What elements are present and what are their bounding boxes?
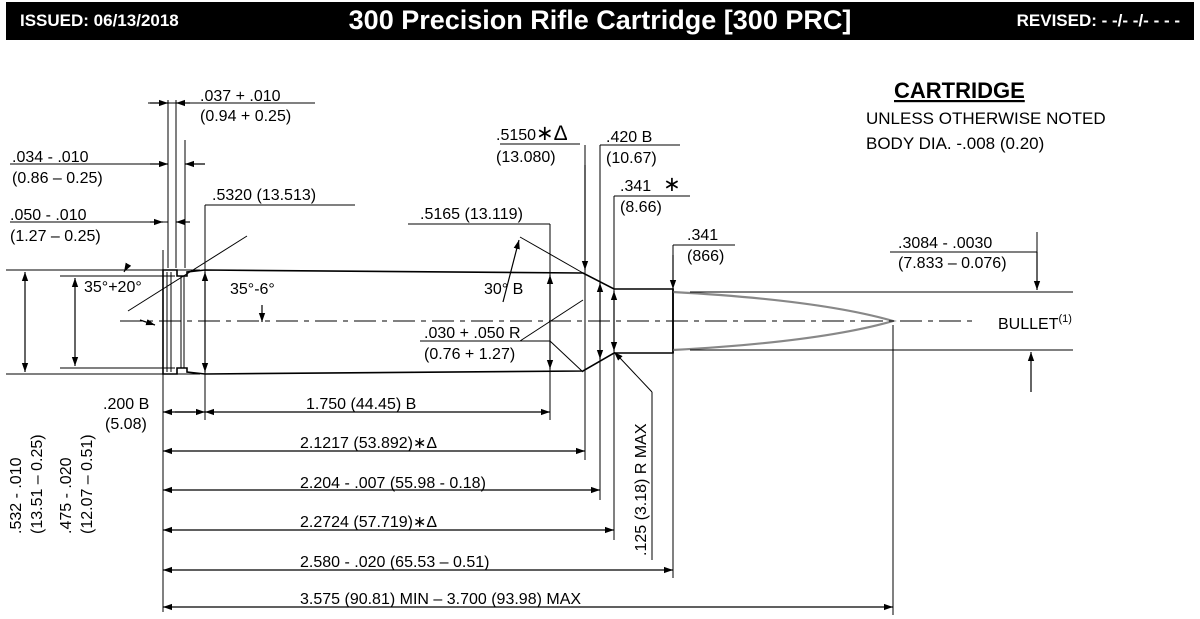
- neck-diameter-b-mm-label: (10.67): [606, 150, 657, 167]
- neck-outer-mm-label: (866): [687, 248, 724, 265]
- neck-diameter-b-label: .420 B: [606, 129, 652, 146]
- rim-diameter-mm-label: (13.51 – 0.25): [29, 434, 46, 534]
- neck-length-label: .5150∗Δ: [496, 122, 568, 145]
- base-length-mm-label: (5.08): [105, 416, 147, 433]
- base-diameter-label: .5320 (13.513): [212, 187, 316, 204]
- rim-angle-label: 35°+20°: [84, 279, 142, 296]
- neck-outer-label: .341: [687, 227, 718, 244]
- rim-diameter-label: .532 - .010: [8, 457, 25, 534]
- extension-lines: [6, 100, 1073, 615]
- overall-length-label: 3.575 (90.81) MIN – 3.700 (93.98) MAX: [300, 591, 581, 608]
- groove-width-mm-label: (1.27 – 0.25): [10, 228, 101, 245]
- issued-date: ISSUED: 06/13/2018: [20, 11, 179, 30]
- neck-end-label: 2.2724 (57.719)∗Δ: [300, 514, 437, 531]
- shoulder-radius-label: .030 + .050 R: [424, 325, 521, 342]
- bullet-diameter-label: .3084 - .0030: [898, 235, 992, 252]
- bullet-label: BULLET(1): [998, 313, 1072, 333]
- shoulder-length-label: 2.1217 (53.892)∗Δ: [300, 435, 437, 452]
- groove-width-label: .050 - .010: [10, 207, 87, 224]
- page-title: 300 Precision Rifle Cartridge [300 PRC]: [348, 5, 852, 35]
- neck-radius-label: .125 (3.18) R MAX: [633, 423, 650, 556]
- body-angle-label: 35°-6°: [230, 281, 275, 298]
- neck-diameter-mm-label: (8.66): [620, 199, 662, 216]
- shoulder-angle-label: 30° B: [484, 281, 523, 298]
- groove-diameter-mm-label: (0.86 – 0.25): [12, 170, 103, 187]
- body-length-label: 1.750 (44.45) B: [306, 396, 416, 413]
- neck-start-label: 2.204 - .007 (55.98 - 0.18): [300, 475, 486, 492]
- extractor-diameter-mm-label: (12.07 – 0.51): [79, 434, 96, 534]
- bullet-diameter-mm-label: (7.833 – 0.076): [898, 255, 1007, 272]
- neck-length-mm-label: (13.080): [496, 149, 556, 166]
- shoulder-radius-mm-label: (0.76 + 1.27): [424, 346, 515, 363]
- rim-thickness-label: .037 + .010: [200, 88, 281, 105]
- title-bar: ISSUED: 06/13/2018 300 Precision Rifle C…: [6, 2, 1194, 40]
- base-length-label: .200 B: [103, 396, 149, 413]
- extractor-diameter-label: .475 - .020: [58, 457, 75, 534]
- revised-date: REVISED: - -/- -/- - - -: [1016, 11, 1180, 30]
- neck-diameter-label: .341∗: [620, 173, 681, 196]
- notes-line2: BODY DIA. -.008 (0.20): [866, 134, 1044, 153]
- notes-heading: CARTRIDGE: [894, 78, 1025, 103]
- shoulder-diameter-label: .5165 (13.119): [420, 206, 523, 223]
- dimension-arrows: [21, 99, 1041, 611]
- groove-diameter-label: .034 - .010: [12, 149, 89, 166]
- case-length-label: 2.580 - .020 (65.53 – 0.51): [300, 554, 489, 571]
- rim-thickness-mm-label: (0.94 + 0.25): [200, 108, 291, 125]
- notes-line1: UNLESS OTHERWISE NOTED: [866, 109, 1106, 128]
